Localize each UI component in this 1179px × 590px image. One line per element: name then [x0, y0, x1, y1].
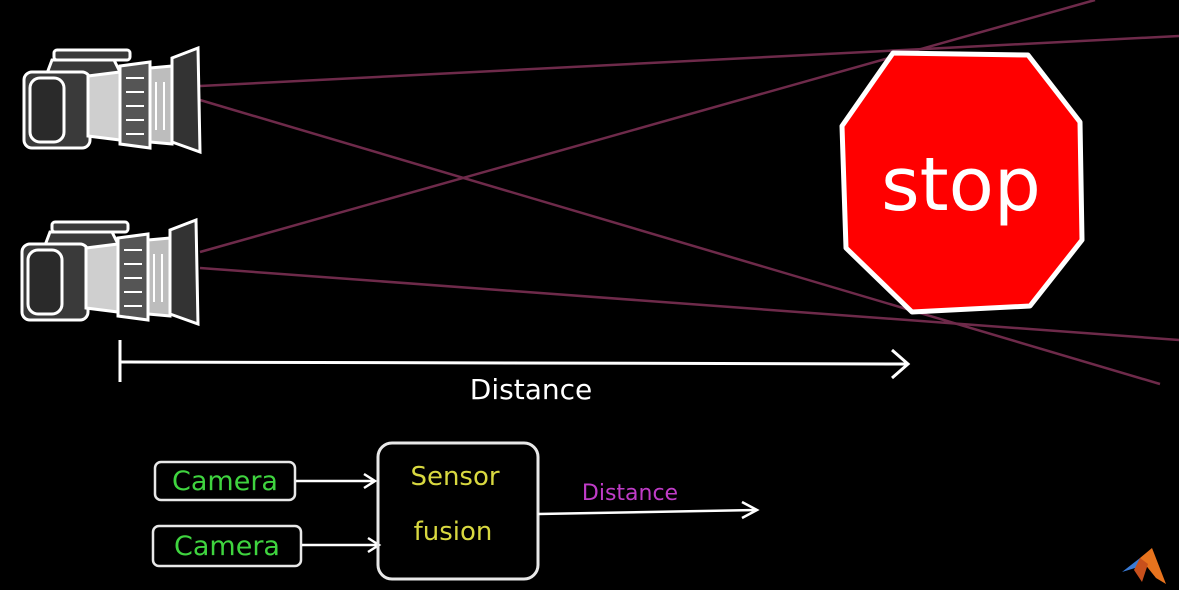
sight-line-bottom-upper [199, 0, 1096, 254]
sight-lines [199, 0, 1179, 386]
distance-label: Distance [470, 373, 592, 406]
input-arrows [296, 472, 382, 554]
output-distance-label: Distance [582, 481, 678, 506]
block-diagram: Camera Camera Sensor fusion Distance [151, 441, 760, 581]
distance-arrow [118, 340, 911, 382]
sight-line-bottom-lower [199, 266, 1179, 342]
sight-line-top-upper [199, 34, 1179, 88]
camera-input-label: Camera [172, 466, 278, 497]
sight-line-top-lower [199, 98, 1161, 386]
stop-sign-icon: stop [839, 50, 1085, 315]
stop-sign-text: stop [881, 142, 1041, 228]
camera-icon [20, 218, 200, 326]
camera-input-box [151, 524, 303, 568]
camera-icon [22, 46, 202, 154]
output-arrow [537, 500, 760, 520]
camera-input-label: Camera [174, 531, 280, 562]
sensor-fusion-label-line1: Sensor [410, 462, 499, 492]
camera-input-box [153, 460, 297, 502]
sensor-fusion-label-line2: fusion [414, 517, 493, 547]
matlab-logo-icon [1122, 548, 1166, 584]
sensor-fusion-box [376, 441, 540, 581]
